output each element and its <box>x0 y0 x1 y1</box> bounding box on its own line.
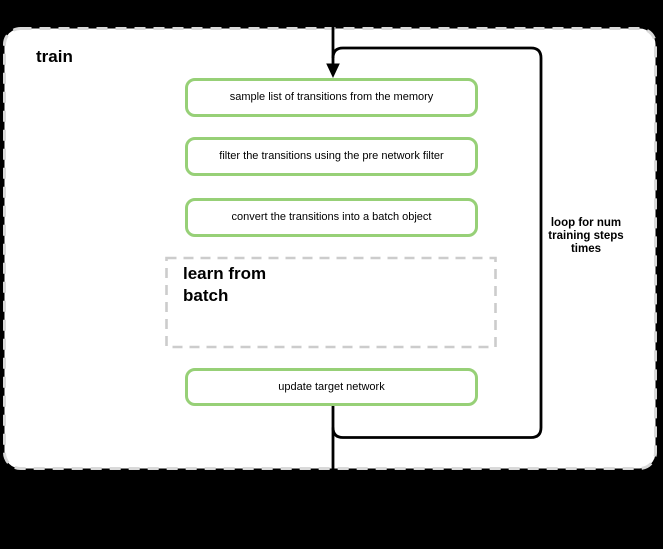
step-node-convert: convert the transitions into a batch obj… <box>185 198 478 237</box>
loop-annotation: loop for num training steps times <box>539 217 633 256</box>
step-label: convert the transitions into a batch obj… <box>231 211 432 223</box>
container-title: train <box>36 47 73 66</box>
subprocess-label-line: learn from <box>183 264 267 283</box>
step-node-update-target: update target network <box>185 368 478 406</box>
step-label: sample list of transitions from the memo… <box>229 91 434 103</box>
subprocess-label-line: batch <box>183 286 229 305</box>
step-node-sample: sample list of transitions from the memo… <box>185 78 478 117</box>
loop-boundary <box>331 46 543 439</box>
subprocess-border <box>165 256 497 349</box>
step-label: update target network <box>278 380 385 393</box>
loop-annotation-line: training steps <box>548 230 624 242</box>
loop-annotation-line: loop for num <box>550 217 622 229</box>
train-container-border <box>3 27 657 470</box>
loop-annotation-line: times <box>570 243 602 255</box>
subprocess-node-learn-from-batch: learn from batch <box>183 263 423 307</box>
step-label: filter the transitions using the pre net… <box>219 150 444 162</box>
step-node-filter: filter the transitions using the pre net… <box>185 137 478 176</box>
flow-arrowhead-icon <box>326 63 340 78</box>
